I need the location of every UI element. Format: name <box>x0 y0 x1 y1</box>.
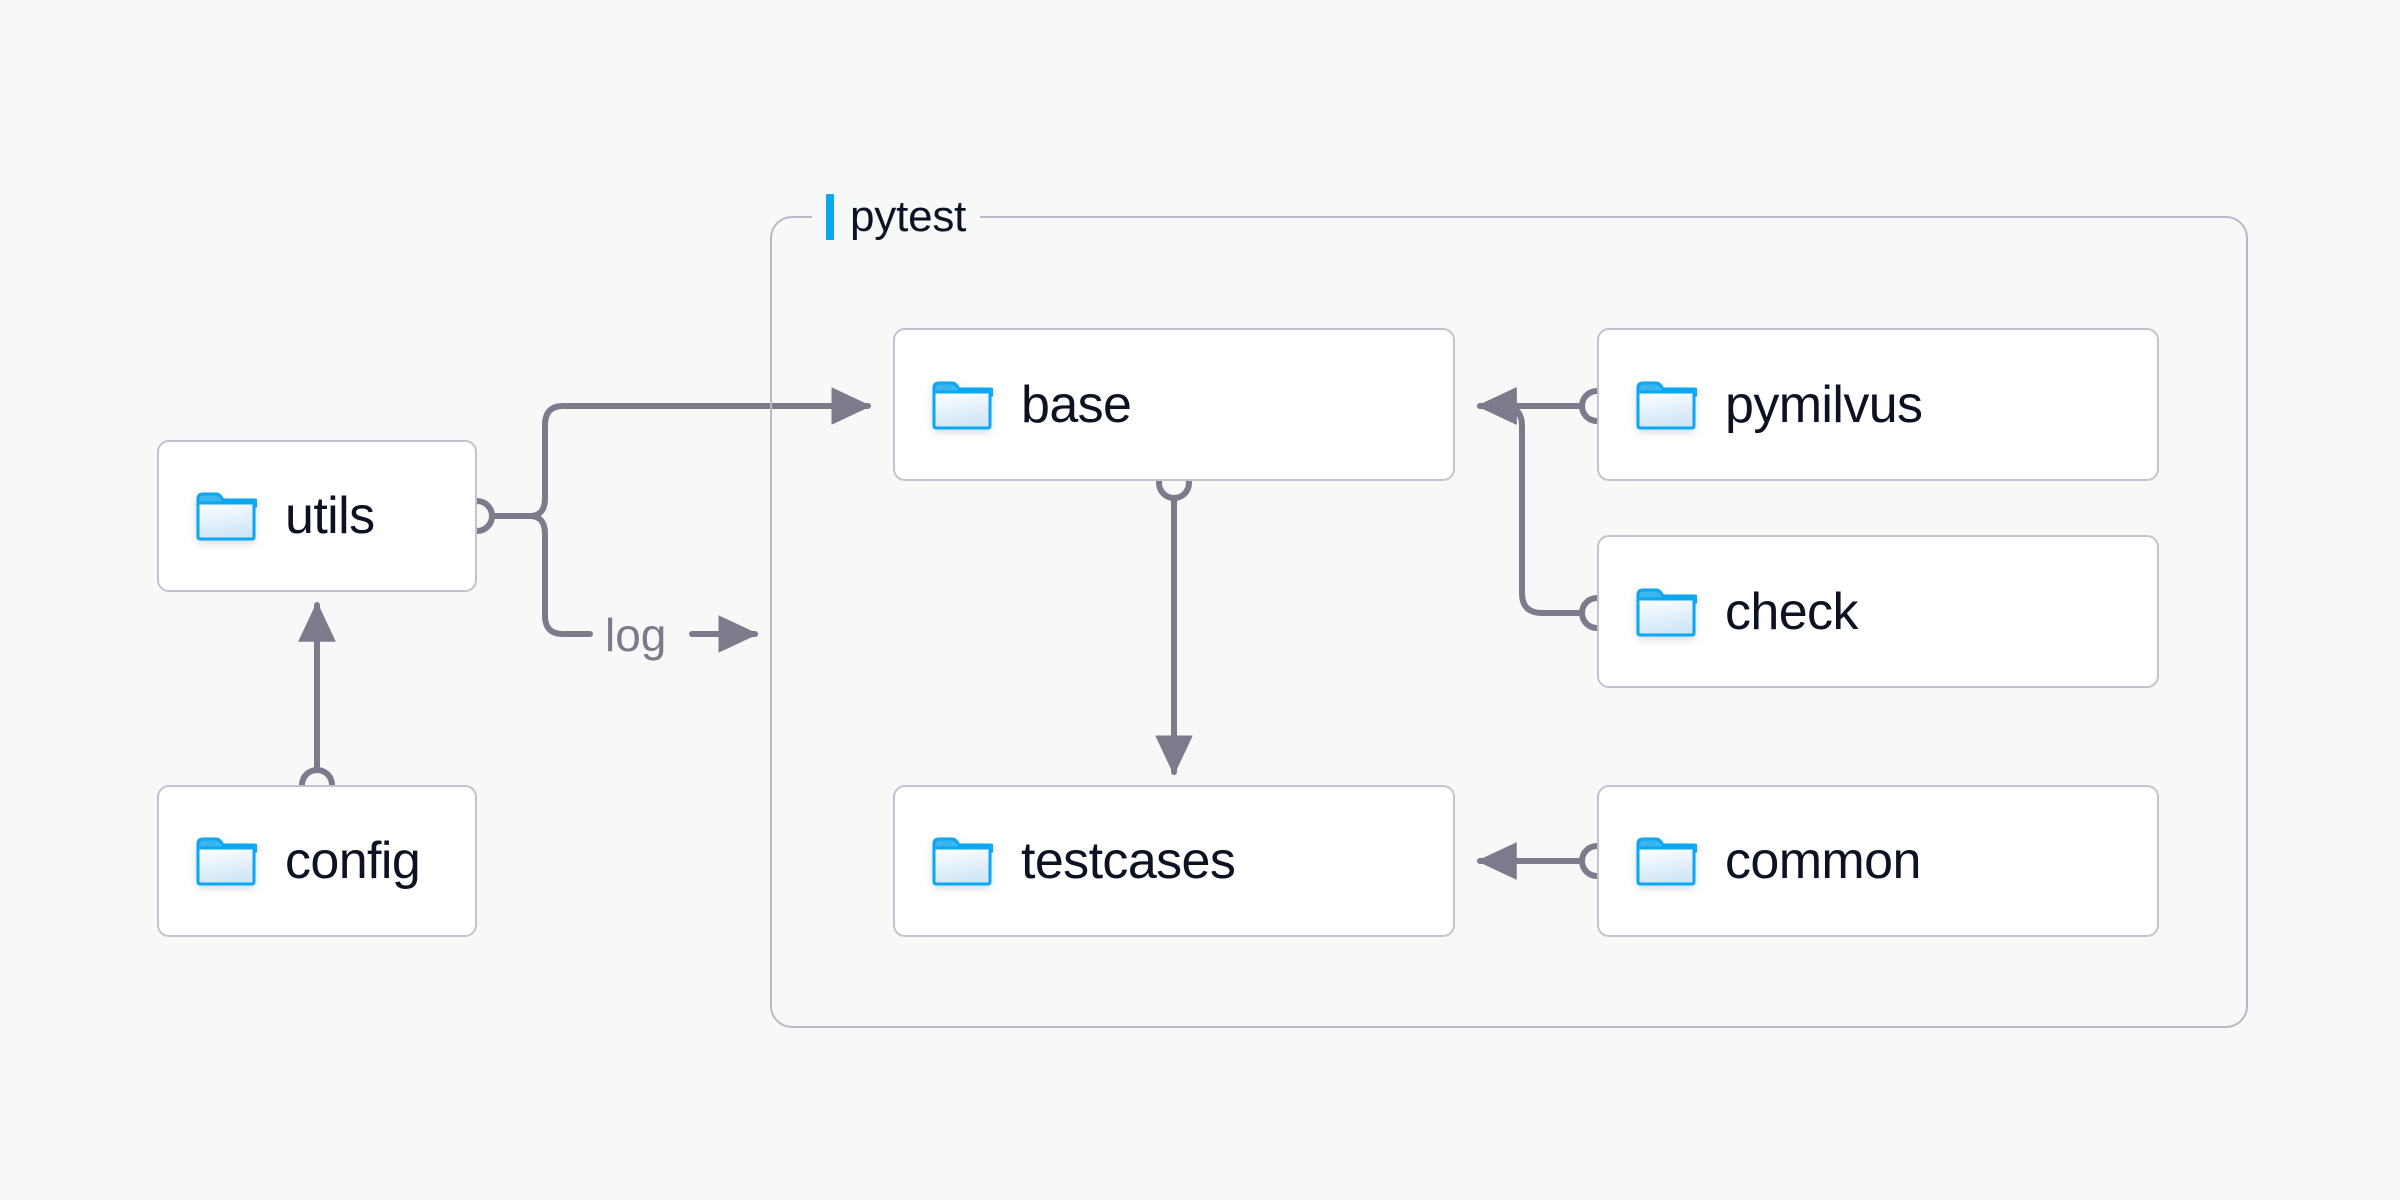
folder-icon <box>1635 835 1697 887</box>
node-base[interactable]: base <box>893 328 1455 481</box>
node-label: base <box>1021 375 1132 434</box>
node-label: utils <box>285 487 375 545</box>
group-title-label: pytest <box>850 192 967 241</box>
group-title-pytest: pytest <box>812 190 981 244</box>
node-utils[interactable]: utils <box>157 440 477 592</box>
edge-utils-to-log <box>522 513 593 637</box>
node-label: testcases <box>1021 832 1236 890</box>
node-check[interactable]: check <box>1597 535 2159 688</box>
node-label: common <box>1725 832 1921 890</box>
node-label: config <box>285 832 421 890</box>
node-pymilvus[interactable]: pymilvus <box>1597 328 2159 481</box>
folder-icon <box>931 835 993 887</box>
accent-bar-icon <box>826 194 834 240</box>
group-container-pytest <box>770 216 2248 1028</box>
folder-icon <box>1635 379 1697 431</box>
folder-icon <box>1635 586 1697 638</box>
node-config[interactable]: config <box>157 785 477 937</box>
node-common[interactable]: common <box>1597 785 2159 937</box>
folder-icon <box>195 835 257 887</box>
node-label: pymilvus <box>1725 375 1923 434</box>
edge-label-log: log <box>605 609 667 661</box>
folder-icon <box>195 490 257 542</box>
node-testcases[interactable]: testcases <box>893 785 1455 937</box>
node-label: check <box>1725 582 1858 641</box>
folder-icon <box>931 379 993 431</box>
